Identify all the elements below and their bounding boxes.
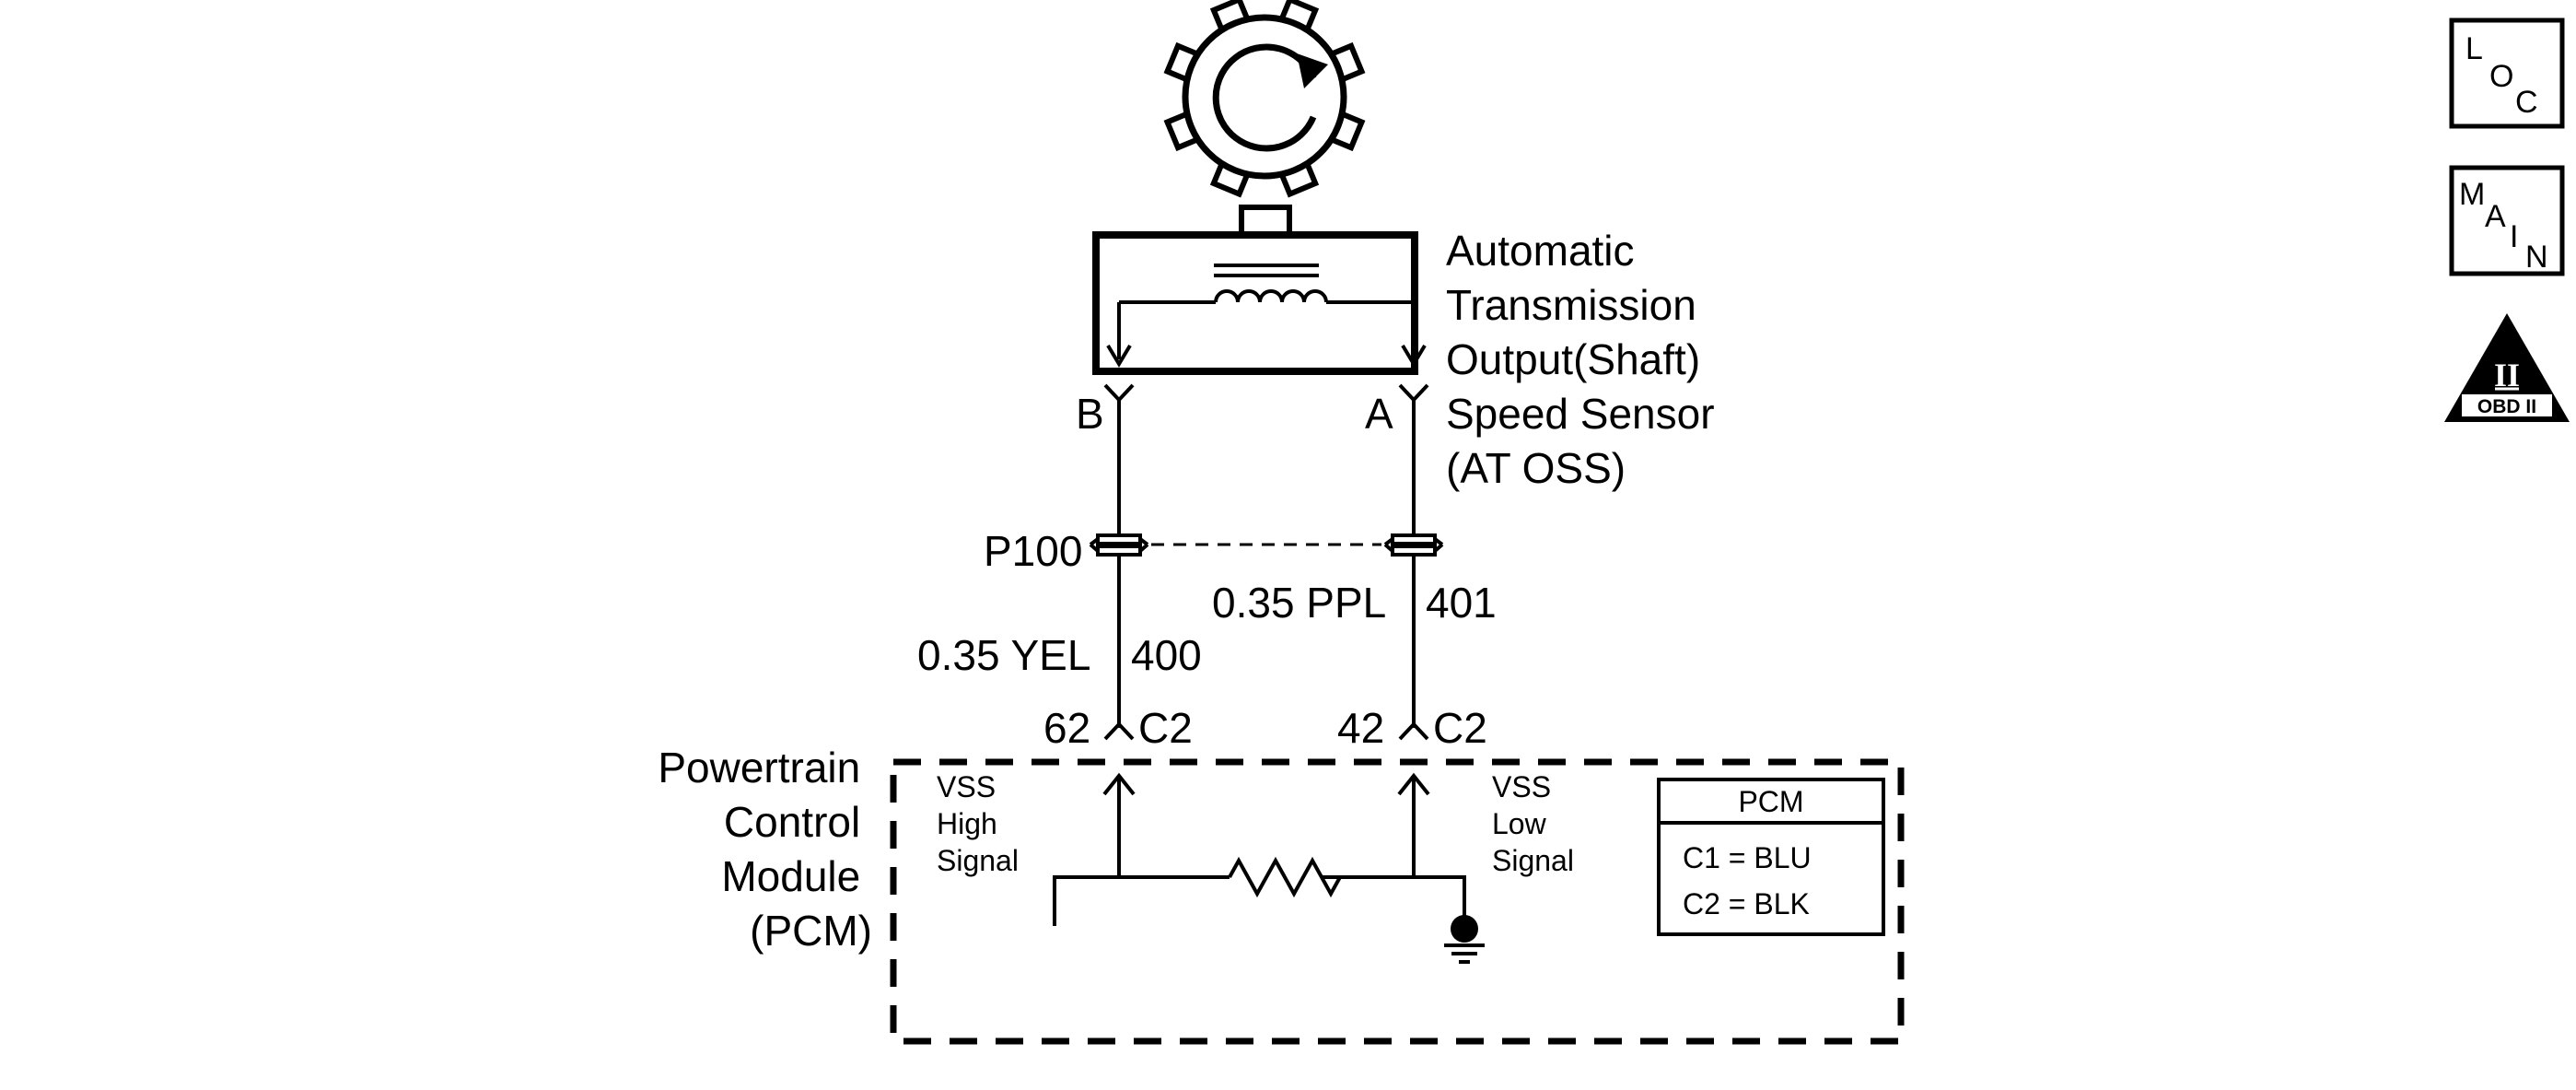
svg-text:O: O (2489, 59, 2513, 94)
svg-text:I: I (2510, 219, 2518, 254)
sensor-pin-a-label: A (1365, 390, 1393, 438)
pcm-pin-right: 42 C2 (1337, 704, 1487, 752)
pcm-pin-right-connector: C2 (1433, 704, 1487, 752)
legend-title: PCM (1738, 785, 1803, 818)
sensor-pin-b: B (1076, 383, 1135, 438)
connector-label-p100: P100 (984, 527, 1082, 575)
pcm-label: Powertrain Control Module (PCM) (658, 744, 872, 955)
svg-text:A: A (2485, 199, 2506, 234)
wire-left-gauge-color: 0.35 YEL (917, 631, 1090, 679)
vss-high-signal-label: VSS High Signal (937, 770, 1019, 877)
pcm-pin-left-connector: C2 (1138, 704, 1193, 752)
svg-text:L: L (2465, 31, 2483, 66)
sensor-pin-b-label: B (1076, 390, 1104, 438)
svg-text:C: C (2515, 85, 2538, 120)
sensor-label: Automatic Transmission Output(Shaft) Spe… (1446, 227, 1726, 492)
svg-text:N: N (2525, 240, 2548, 275)
wire-right-gauge-color: 0.35 PPL (1212, 579, 1386, 627)
sensor-pin-a: A (1365, 383, 1429, 438)
svg-text:M: M (2459, 177, 2485, 212)
obd-ii-icon[interactable]: II OBD II (2444, 313, 2570, 422)
loc-icon[interactable]: L O C (2449, 18, 2565, 129)
pcm-pin-right-number: 42 (1337, 704, 1384, 752)
legend-row-c1: C1 = BLU (1683, 841, 1812, 874)
main-icon[interactable]: M A I N (2449, 165, 2565, 276)
pcm-internal-circuit (1053, 772, 1485, 964)
speed-sensor-body (1092, 205, 1427, 375)
pcm-connector-legend: PCM C1 = BLU C2 = BLK (1657, 778, 1885, 936)
vss-low-signal-label: VSS Low Signal (1492, 770, 1574, 877)
svg-text:OBD II: OBD II (2477, 396, 2536, 417)
pcm-pin-left: 62 C2 (1043, 704, 1193, 752)
svg-text:II: II (2494, 357, 2520, 393)
pcm-pin-left-number: 62 (1043, 704, 1090, 752)
inline-connector-p100 (1089, 533, 1444, 557)
reluctor-wheel-icon (1163, 0, 1366, 198)
legend-row-c2: C2 = BLK (1683, 887, 1810, 920)
wire-left-circuit: 400 (1131, 631, 1202, 679)
wire-right-circuit: 401 (1426, 579, 1497, 627)
